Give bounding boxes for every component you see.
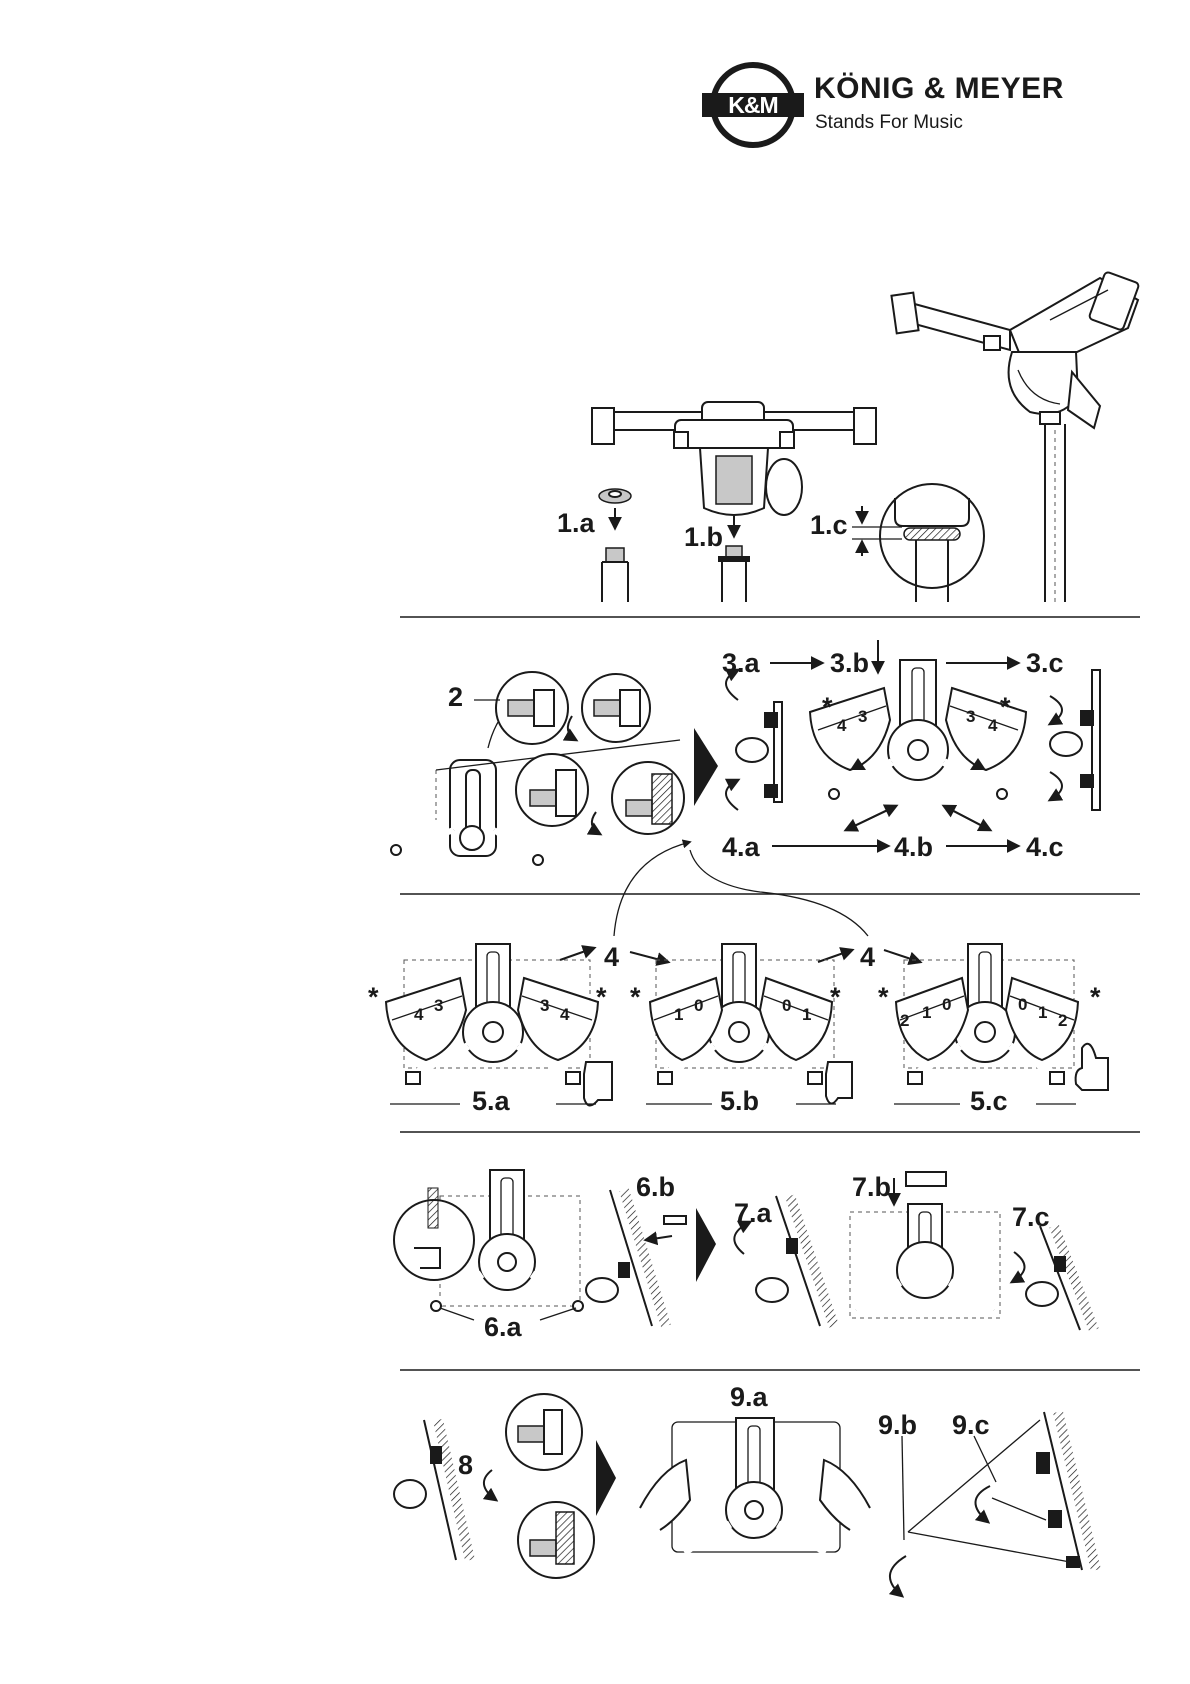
dial-3-right-value-2: 4 — [988, 716, 998, 735]
step-label-1a: 1.a — [557, 508, 596, 538]
dial-5b-left-value-1: 1 — [674, 1005, 683, 1024]
dial-5c-right-value-2: 1 — [1038, 1003, 1047, 1022]
section-8-9-tablet: 8 9.a — [394, 1382, 1096, 1596]
step-label-9b: 9.b — [878, 1410, 917, 1440]
section-1-mounting: 1.a 1.b 1.c — [557, 271, 1139, 602]
dial-5b-right-value-2: 1 — [802, 1005, 811, 1024]
dial-5c-left-value-1: 2 — [900, 1011, 909, 1030]
dial-3-right-asterisk: * — [1000, 692, 1011, 722]
dial-3-right-value-1: 3 — [966, 707, 975, 726]
dial-3-left-value-2: 3 — [858, 707, 867, 726]
step-label-3a: 3.a — [722, 648, 761, 678]
dial-3-left-asterisk: * — [822, 692, 833, 722]
dial-5c-right-value-1: 0 — [1018, 995, 1027, 1014]
step-label-6b: 6.b — [636, 1172, 675, 1202]
dial-5a-left-asterisk: * — [368, 982, 379, 1012]
step-label-1b: 1.b — [684, 522, 723, 552]
step-label-7b: 7.b — [852, 1172, 891, 1202]
thumbs-down-icon — [826, 1062, 852, 1104]
step-label-7c: 7.c — [1012, 1202, 1050, 1232]
next-step-triangle — [694, 728, 718, 806]
step-label-5c: 5.c — [970, 1086, 1008, 1116]
dial-5b-right-asterisk: * — [830, 982, 841, 1012]
dial-5b-left-asterisk: * — [630, 982, 641, 1012]
step-label-8: 8 — [458, 1450, 473, 1480]
step-label-5a: 5.a — [472, 1086, 511, 1116]
panel-5c: 2 1 0 * 0 1 2 * 5.c — [878, 944, 1108, 1116]
step-label-4-right: 4 — [860, 942, 875, 972]
step-label-4c: 4.c — [1026, 832, 1064, 862]
section-2-3-4-adjustment: 2 3.a 3.b 3.c — [391, 640, 1100, 936]
side-view-3c — [1050, 670, 1100, 810]
holder-6a: 6.a — [394, 1170, 583, 1342]
holder-front-view — [592, 402, 876, 515]
dial-5a-right-asterisk: * — [596, 982, 607, 1012]
detail-zoom-1c: 1.c — [810, 484, 984, 602]
panel-5a: 4 3 * 3 4 * 5.a — [368, 944, 612, 1116]
dial-5a-right-value-2: 4 — [560, 1005, 570, 1024]
side-view-7c: 7.c — [1012, 1202, 1094, 1330]
dial-5b-left-value-2: 0 — [694, 996, 703, 1015]
dial-5c-right-asterisk: * — [1090, 982, 1101, 1012]
tablet-side-9bc: 9.b 9.c — [878, 1410, 1096, 1596]
step-label-1c: 1.c — [810, 510, 848, 540]
step-label-2: 2 — [448, 682, 463, 712]
dial-3-left-value-1: 4 — [837, 716, 847, 735]
step-label-4b: 4.b — [894, 832, 933, 862]
side-view-3a — [726, 670, 782, 810]
section-6-7-fitting: 6.a 6.b 7.a — [394, 1170, 1094, 1342]
thumbs-down-icon — [584, 1062, 612, 1106]
section-5-dial-settings: 4 4 4 3 * 3 4 * — [368, 942, 1108, 1116]
thumbs-up-icon — [1076, 1044, 1108, 1090]
right-hand-icon — [820, 1460, 870, 1530]
step-label-7a: 7.a — [734, 1198, 773, 1228]
next-step-triangle-2 — [696, 1208, 716, 1282]
thread-1b: 1.b — [684, 516, 750, 602]
dial-5b-right-value-1: 0 — [782, 996, 791, 1015]
panel-5b: 1 0 * 0 1 * 5.b — [630, 944, 852, 1116]
thread-adapter-1a: 1.a — [557, 489, 631, 602]
dial-5a-left-value-2: 3 — [434, 996, 443, 1015]
side-view-7a: 7.a — [734, 1196, 834, 1326]
tablet-front-9a: 9.a — [640, 1382, 870, 1552]
next-step-triangle-3 — [596, 1440, 616, 1516]
step-label-9c: 9.c — [952, 1410, 990, 1440]
step-label-6a: 6.a — [484, 1312, 523, 1342]
step-label-5b: 5.b — [720, 1086, 759, 1116]
holder-7b: 7.b — [850, 1172, 1000, 1318]
step-label-4a: 4.a — [722, 832, 761, 862]
step-label-9a: 9.a — [730, 1382, 769, 1412]
step-label-3c: 3.c — [1026, 648, 1064, 678]
dial-5c-left-value-3: 0 — [942, 995, 951, 1014]
side-view-6b: 6.b — [586, 1172, 686, 1326]
holder-step-2: 2 — [391, 672, 684, 865]
step-label-3b: 3.b — [830, 648, 869, 678]
dial-5c-left-value-2: 1 — [922, 1003, 931, 1022]
dial-5a-right-value-1: 3 — [540, 996, 549, 1015]
tablet-side-8: 8 — [394, 1394, 594, 1578]
left-hand-icon — [640, 1460, 690, 1530]
dial-5a-left-value-1: 4 — [414, 1005, 424, 1024]
step-label-4-left: 4 — [604, 942, 619, 972]
dial-5c-right-value-3: 2 — [1058, 1011, 1067, 1030]
dial-5c-left-asterisk: * — [878, 982, 889, 1012]
